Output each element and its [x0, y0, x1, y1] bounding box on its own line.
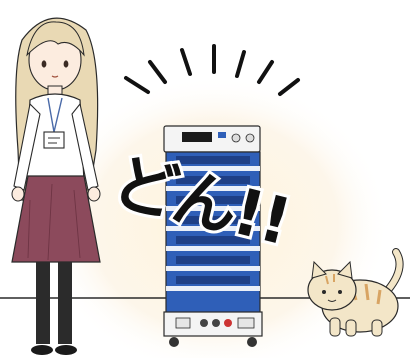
power-supply-device	[163, 125, 263, 347]
device-display-icon	[182, 132, 212, 142]
girl-character	[11, 17, 101, 355]
cat-character	[307, 248, 404, 337]
impact-lines-icon	[124, 44, 300, 96]
